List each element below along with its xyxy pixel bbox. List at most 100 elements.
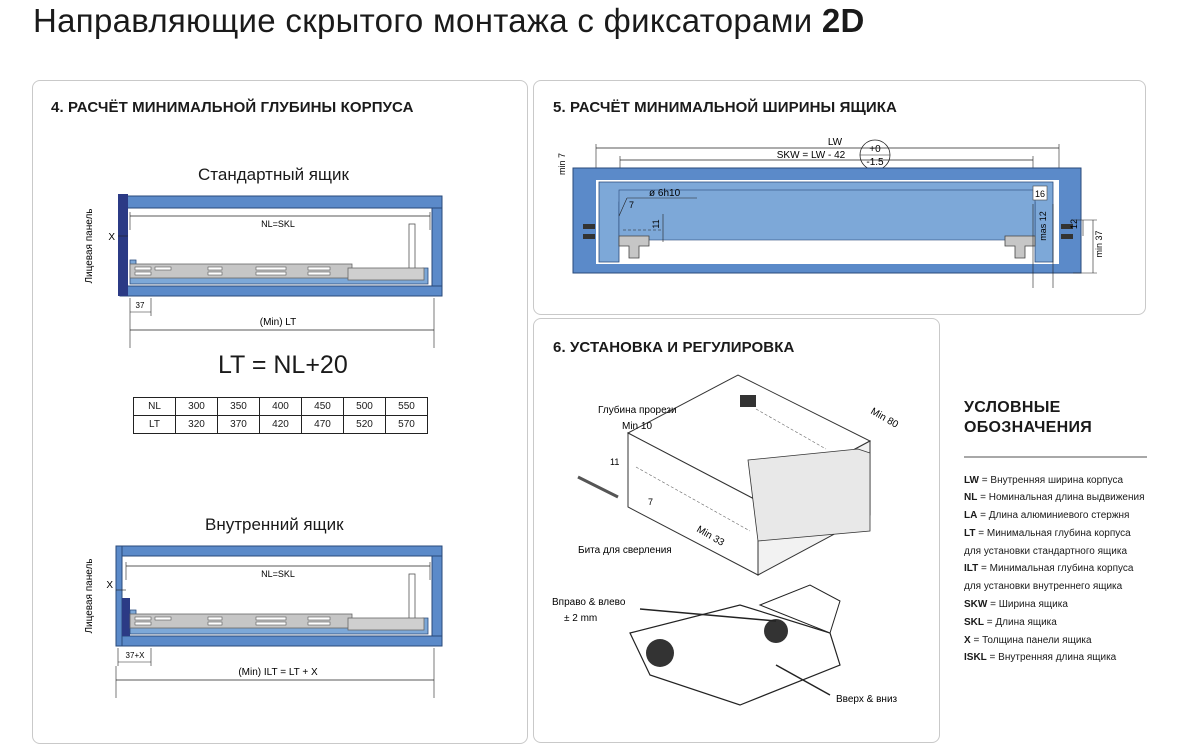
tolerance-plus: +0 (869, 144, 881, 155)
offset-label: 37 (136, 301, 145, 310)
lw-label: LW (828, 137, 843, 148)
install-diagram: Глубина прорези Min 10 11 7 Min 33 Min 8… (552, 374, 901, 706)
table-cell: 500 (343, 397, 386, 416)
legend-item: для установки стандартного ящика (964, 545, 1128, 557)
min37-label: min 37 (1094, 230, 1104, 257)
table-cell: 450 (301, 397, 344, 416)
adjust-wheel-icon (646, 639, 674, 667)
cabinet-bottom-panel (119, 285, 443, 297)
left-rail-profile (618, 235, 650, 259)
depth-slot-label: Глубина прорези (598, 404, 677, 416)
dim7-label: 7 (648, 497, 653, 507)
drill-bit-icon (577, 475, 619, 499)
table-cell: 350 (217, 397, 260, 416)
legend-item: ISKL = Внутренняя длина ящика (964, 652, 1117, 664)
legend-divider (964, 456, 1147, 458)
slide-rail-extension (347, 267, 425, 281)
drawer-back-wall (408, 573, 416, 621)
cabinet-bottom-panel (115, 635, 443, 647)
hole-label: ø 6h10 (649, 188, 681, 199)
panel4-heading: 4. РАСЧЁТ МИНИМАЛЬНОЙ ГЛУБИНЫ КОРПУСА (51, 99, 414, 116)
cabinet-top-panel (119, 195, 443, 209)
table-cell: 300 (175, 397, 218, 416)
front-panel-label: Лицевая панель (84, 208, 95, 283)
table-cell: 320 (175, 415, 218, 434)
page-title-bold: 2D (821, 2, 865, 39)
table-cell: 370 (217, 415, 260, 434)
front-panel (122, 598, 130, 636)
legend-item: для установки внутреннего ящика (964, 581, 1123, 593)
dim7-label: 7 (629, 200, 634, 210)
dim16-label: 16 (1035, 189, 1045, 199)
width-diagram: LW SKW = LW - 42 +0 -1.5 min 7 ø 6h10 7 … (557, 137, 1104, 288)
depth-label: (Min) LT (260, 317, 296, 328)
standard-drawer-caption: Стандартный ящик (198, 165, 349, 184)
panel5-heading: 5. РАСЧЁТ МИНИМАЛЬНОЙ ШИРИНЫ ЯЩИКА (553, 99, 897, 116)
inner-drawer-caption: Внутренний ящик (205, 515, 344, 534)
legend-item: NL = Номинальная длина выдвижения (964, 492, 1145, 504)
x-label: X (108, 232, 115, 243)
inner-drawer-diagram: NL=SKL X Лицевая панель 37+X (Min) ILT =… (84, 545, 443, 698)
depth-label: (Min) ILT = LT + X (238, 667, 318, 678)
rail-holes (134, 266, 331, 276)
slide-rail (129, 263, 353, 279)
table-cell: 400 (259, 397, 302, 416)
x-label: X (106, 580, 113, 591)
table-row: NL 300 350 400 450 500 550 (133, 397, 428, 416)
page-title-main: Направляющие скрытого монтажа с фиксатор… (33, 2, 813, 39)
legend-item: LW = Внутренняя ширина корпуса (964, 474, 1124, 486)
nl-label: NL=SKL (261, 569, 295, 579)
front-panel-label: Лицевая панель (84, 558, 95, 633)
drawer-back-wall (408, 223, 416, 271)
offset-label: 37+X (126, 651, 146, 660)
cabinet-back-panel (431, 555, 443, 637)
drawer-front-panel (747, 448, 871, 542)
dim11-label: 11 (651, 219, 661, 228)
lt-formula: LT = NL+20 (218, 351, 348, 379)
cabinet-back-panel (431, 207, 443, 287)
legend: УСЛОВНЫЕ ОБОЗНАЧЕНИЯ LW = Внутренняя шир… (964, 398, 1164, 667)
mas12-label: mas 12 (1038, 211, 1048, 241)
front-panel (118, 194, 128, 296)
right-screws (1061, 224, 1073, 239)
table-cell: 470 (301, 415, 344, 434)
table-cell: 420 (259, 415, 302, 434)
right-rail-profile (1004, 235, 1036, 259)
cabinet-top-panel (115, 545, 443, 557)
left-right-value: ± 2 mm (564, 613, 597, 624)
legend-item: SKL = Длина ящика (964, 616, 1057, 628)
depth-slot-min: Min 10 (622, 421, 652, 432)
locking-device-icon (740, 395, 756, 407)
standard-drawer-diagram: NL=SKL X Лицевая панель 37 (Min) LT (84, 194, 443, 348)
rail-holes (134, 616, 331, 626)
legend-title-2: ОБОЗНАЧЕНИЯ (964, 419, 1093, 436)
table-cell: LT (133, 415, 176, 434)
table-cell: 520 (343, 415, 386, 434)
tolerance-minus: -1.5 (866, 157, 884, 168)
min7-label: min 7 (557, 153, 567, 175)
slide-rail (129, 613, 353, 629)
legend-title-1: УСЛОВНЫЕ (964, 399, 1061, 416)
drill-bit-label: Бита для сверления (578, 545, 672, 556)
min80-label: Min 80 (869, 406, 901, 431)
left-right-label: Вправо & влево (552, 597, 626, 608)
dim11-label: 11 (610, 457, 619, 467)
cabinet-side-edge (115, 545, 123, 647)
legend-item: X = Толщина панели ящика (964, 634, 1092, 646)
table-cell: 570 (385, 415, 428, 434)
nl-lt-table: NL 300 350 400 450 500 550 LT 320 370 42… (133, 397, 428, 434)
legend-item: ILT = Минимальная глубина корпуса (964, 563, 1134, 575)
up-down-label: Вверх & вниз (836, 694, 898, 705)
page-title: Направляющие скрытого монтажа с фиксатор… (33, 2, 865, 40)
table-cell: NL (133, 397, 176, 416)
table-cell: 550 (385, 397, 428, 416)
skw-label: SKW = LW - 42 (777, 150, 846, 161)
adjust-screw-icon (764, 619, 788, 643)
legend-item: SKW = Ширина ящика (964, 599, 1068, 611)
slide-rail-extension (347, 617, 425, 631)
dim12-label: 12 (1069, 219, 1079, 229)
nl-label: NL=SKL (261, 219, 295, 229)
table-row: LT 320 370 420 470 520 570 (133, 415, 428, 434)
panel6-heading: 6. УСТАНОВКА И РЕГУЛИРОВКА (553, 339, 795, 356)
left-screws (583, 224, 595, 239)
